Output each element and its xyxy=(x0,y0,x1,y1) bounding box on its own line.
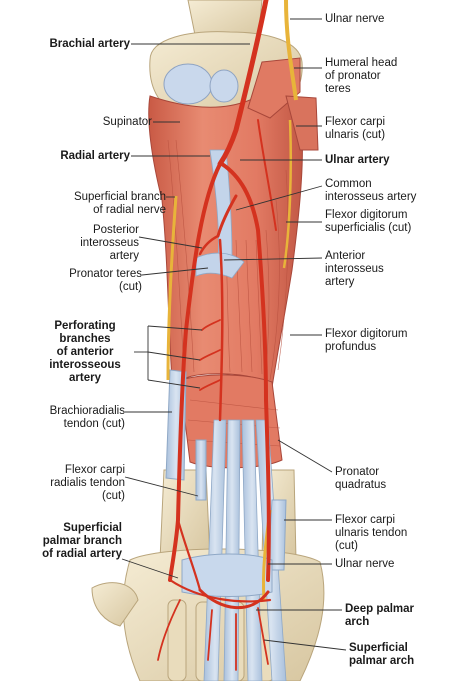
label-ulnar-nerve-bottom: Ulnar nerve xyxy=(335,558,395,570)
pronator-teres-humeral-head xyxy=(247,57,301,119)
label-ulnar-artery: Ulnar artery xyxy=(325,154,390,166)
deep-palmar-arch xyxy=(168,578,272,603)
label-humeral-head: Humeral head of pronator teres xyxy=(325,57,398,95)
trochlea-cartilage xyxy=(209,69,239,103)
flexor-carpi-ulnaris-muscle xyxy=(285,95,319,151)
perforating-branch-2 xyxy=(199,349,221,361)
pronator-teres-cut-stump xyxy=(195,252,245,279)
thumb-bone xyxy=(91,582,139,627)
label-deep-palmar-arch: Deep palmar arch xyxy=(345,603,415,628)
capitulum-cartilage xyxy=(163,63,213,105)
label-flexor-digitorum-superficialis: Flexor digitorum superficialis (cut) xyxy=(325,209,412,234)
label-pronator-quadratus: Pronator quadratus xyxy=(335,466,387,491)
superficial-radial-nerve xyxy=(166,195,178,381)
ulnar-nerve-proximal xyxy=(284,0,298,101)
leader-lines xyxy=(121,18,347,651)
arteries xyxy=(157,0,277,671)
label-brachial-artery: Brachial artery xyxy=(49,38,130,50)
label-anterior-interosseus: Anterior interosseus artery xyxy=(325,250,384,288)
ulnar-artery xyxy=(220,162,271,582)
label-flexor-carpi-ulnaris-cut: Flexor carpi ulnaris (cut) xyxy=(325,116,386,141)
brachial-artery xyxy=(217,0,269,167)
label-flexor-digitorum-profundus: Flexor digitorum profundus xyxy=(325,328,408,353)
label-supinator: Supinator xyxy=(102,116,152,128)
perforating-branch-3 xyxy=(199,379,221,391)
anterior-interosseus xyxy=(218,238,224,422)
common-interosseus xyxy=(216,194,238,238)
label-common-interosseus: Common interosseus artery xyxy=(325,178,417,203)
superficial-palmar-branch xyxy=(176,518,202,592)
label-posterior-interosseus: Posterior interosseus artery xyxy=(80,224,139,262)
posterior-interosseus xyxy=(198,234,220,256)
label-superficial-palmar-arch: Superficial palmar arch xyxy=(349,642,415,667)
perforating-branch-1 xyxy=(201,319,221,331)
arm-illustration xyxy=(91,0,325,681)
label-radial-artery: Radial artery xyxy=(60,150,130,162)
label-flexor-carpi-ulnaris-tendon: Flexor carpi ulnaris tendon (cut) xyxy=(335,514,408,552)
median-region-nerve xyxy=(282,119,292,269)
radial-artery xyxy=(168,162,222,582)
label-flexor-carpi-radialis-tendon: Flexor carpi radialis tendon (cut) xyxy=(50,464,125,502)
label-perforating-branches: Perforating branches of anterior interos… xyxy=(49,320,121,384)
label-brachioradialis-tendon: Brachioradialis tendon (cut) xyxy=(49,405,125,430)
label-ulnar-nerve-top: Ulnar nerve xyxy=(325,13,385,25)
label-pronator-teres-cut: Pronator teres (cut) xyxy=(69,268,142,293)
muscle-fibers xyxy=(167,139,289,381)
label-superficial-palmar-branch: Superficial palmar branch of radial arte… xyxy=(42,522,122,560)
flexor-carpi-radialis-tendon xyxy=(195,439,207,501)
label-superficial-branch-radial-nerve: Superficial branch of radial nerve xyxy=(73,191,166,216)
